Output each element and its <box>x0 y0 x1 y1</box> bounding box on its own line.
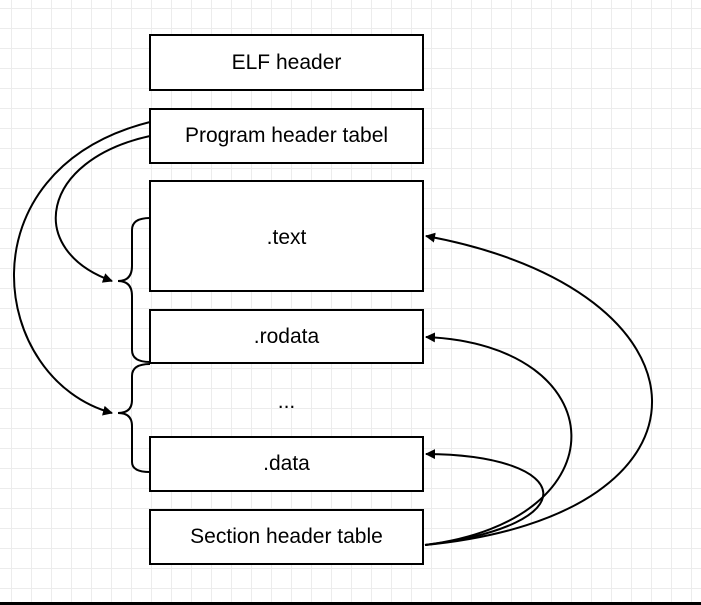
segment-brace-upper <box>117 217 151 363</box>
data-section-block: .data <box>149 436 424 492</box>
rodata-section-block: .rodata <box>149 309 424 364</box>
section-header-to-rodata-arrow <box>424 332 573 546</box>
ellipsis-label: ... <box>277 390 296 413</box>
rodata-section-label: .rodata <box>253 324 320 348</box>
program-header-table-label: Program header tabel <box>184 124 389 147</box>
data-section-label: .data <box>263 452 310 475</box>
elf-header-label: ELF header <box>231 50 342 74</box>
bottom-border <box>0 602 701 605</box>
text-section-block: .text <box>149 180 424 292</box>
program-header-to-lower-segment-arrow <box>13 121 151 416</box>
segment-brace-lower <box>117 363 151 473</box>
section-header-to-text-arrow <box>424 232 653 546</box>
section-header-to-data-arrow <box>424 449 545 546</box>
section-header-table-block: Section header table <box>149 509 424 565</box>
text-section-label: .text <box>266 226 307 249</box>
elf-header-block: ELF header <box>149 34 424 91</box>
section-header-table-label: Section header table <box>190 525 383 548</box>
program-header-to-upper-segment-arrow <box>54 135 151 283</box>
